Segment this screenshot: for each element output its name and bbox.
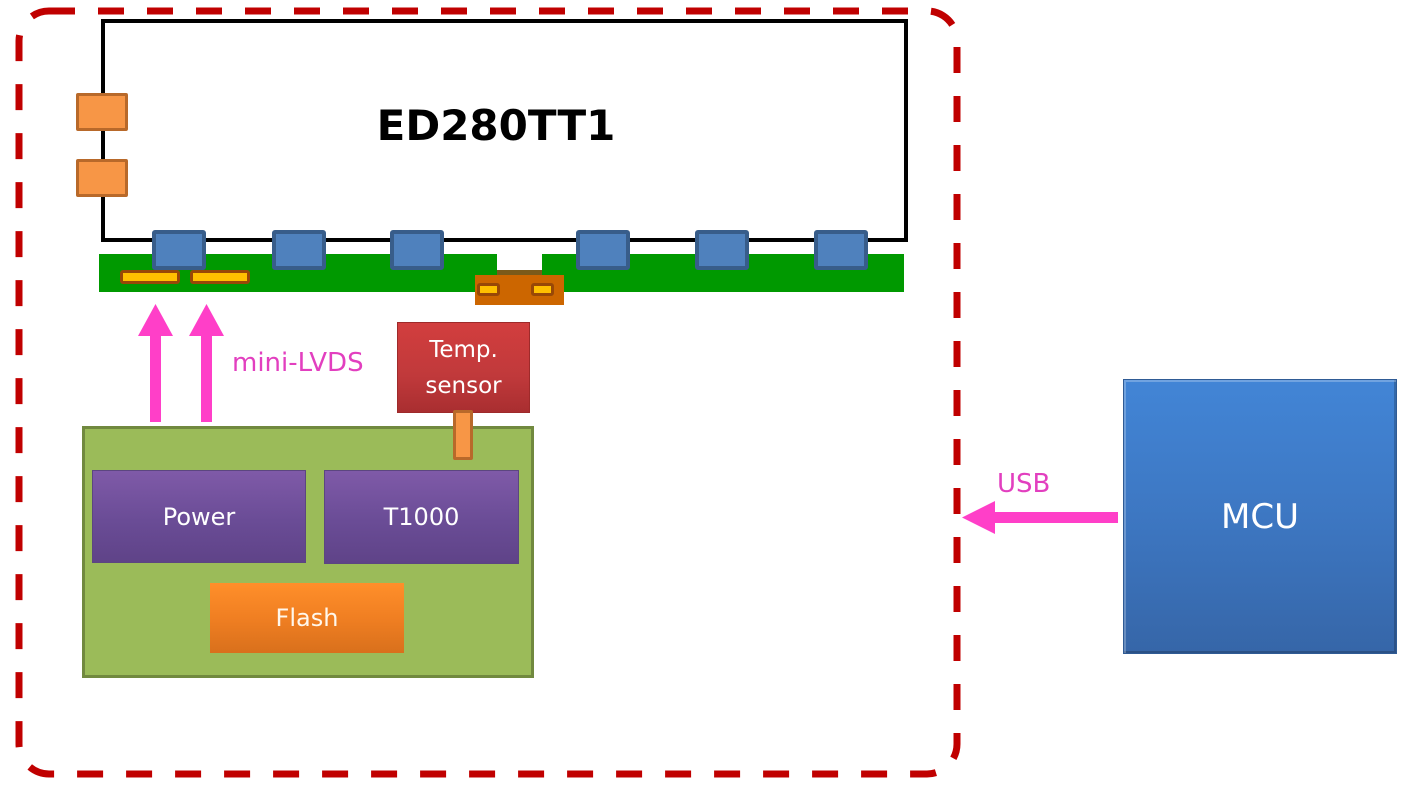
t1000-controller-chip: T1000: [324, 470, 519, 564]
flash-label: Flash: [275, 604, 339, 632]
panel-label: ED280TT1: [376, 101, 616, 150]
panel-bottom-pad: [695, 230, 749, 270]
mini-lvds-label: mini-LVDS: [232, 348, 364, 378]
mcu-label: MCU: [1221, 496, 1299, 537]
power-chip: Power: [92, 470, 306, 563]
temp-sensor-label-line1: Temp.: [429, 337, 498, 363]
panel-side-pad: [76, 159, 128, 197]
usb-label: USB: [997, 469, 1051, 499]
t1000-label: T1000: [383, 503, 460, 531]
temp-sensor-block: Temp. sensor: [397, 322, 530, 413]
flash-chip: Flash: [210, 583, 404, 653]
panel-bottom-pad: [272, 230, 326, 270]
mcu-block: MCU: [1123, 379, 1397, 654]
flex-connector: [120, 270, 180, 284]
panel-bottom-pad: [152, 230, 206, 270]
power-label: Power: [162, 502, 236, 531]
panel-bottom-pad: [814, 230, 868, 270]
flex-connector: [190, 270, 250, 284]
panel-side-pad: [76, 93, 128, 131]
center-connector-pin: [477, 283, 500, 296]
panel-bottom-pad: [576, 230, 630, 270]
temp-sensor-label-line2: sensor: [425, 373, 502, 399]
temp-sensor-connector: [453, 410, 473, 460]
panel-bottom-pad: [390, 230, 444, 270]
center-connector-pin: [531, 283, 554, 296]
center-connector-notch: [497, 270, 542, 275]
